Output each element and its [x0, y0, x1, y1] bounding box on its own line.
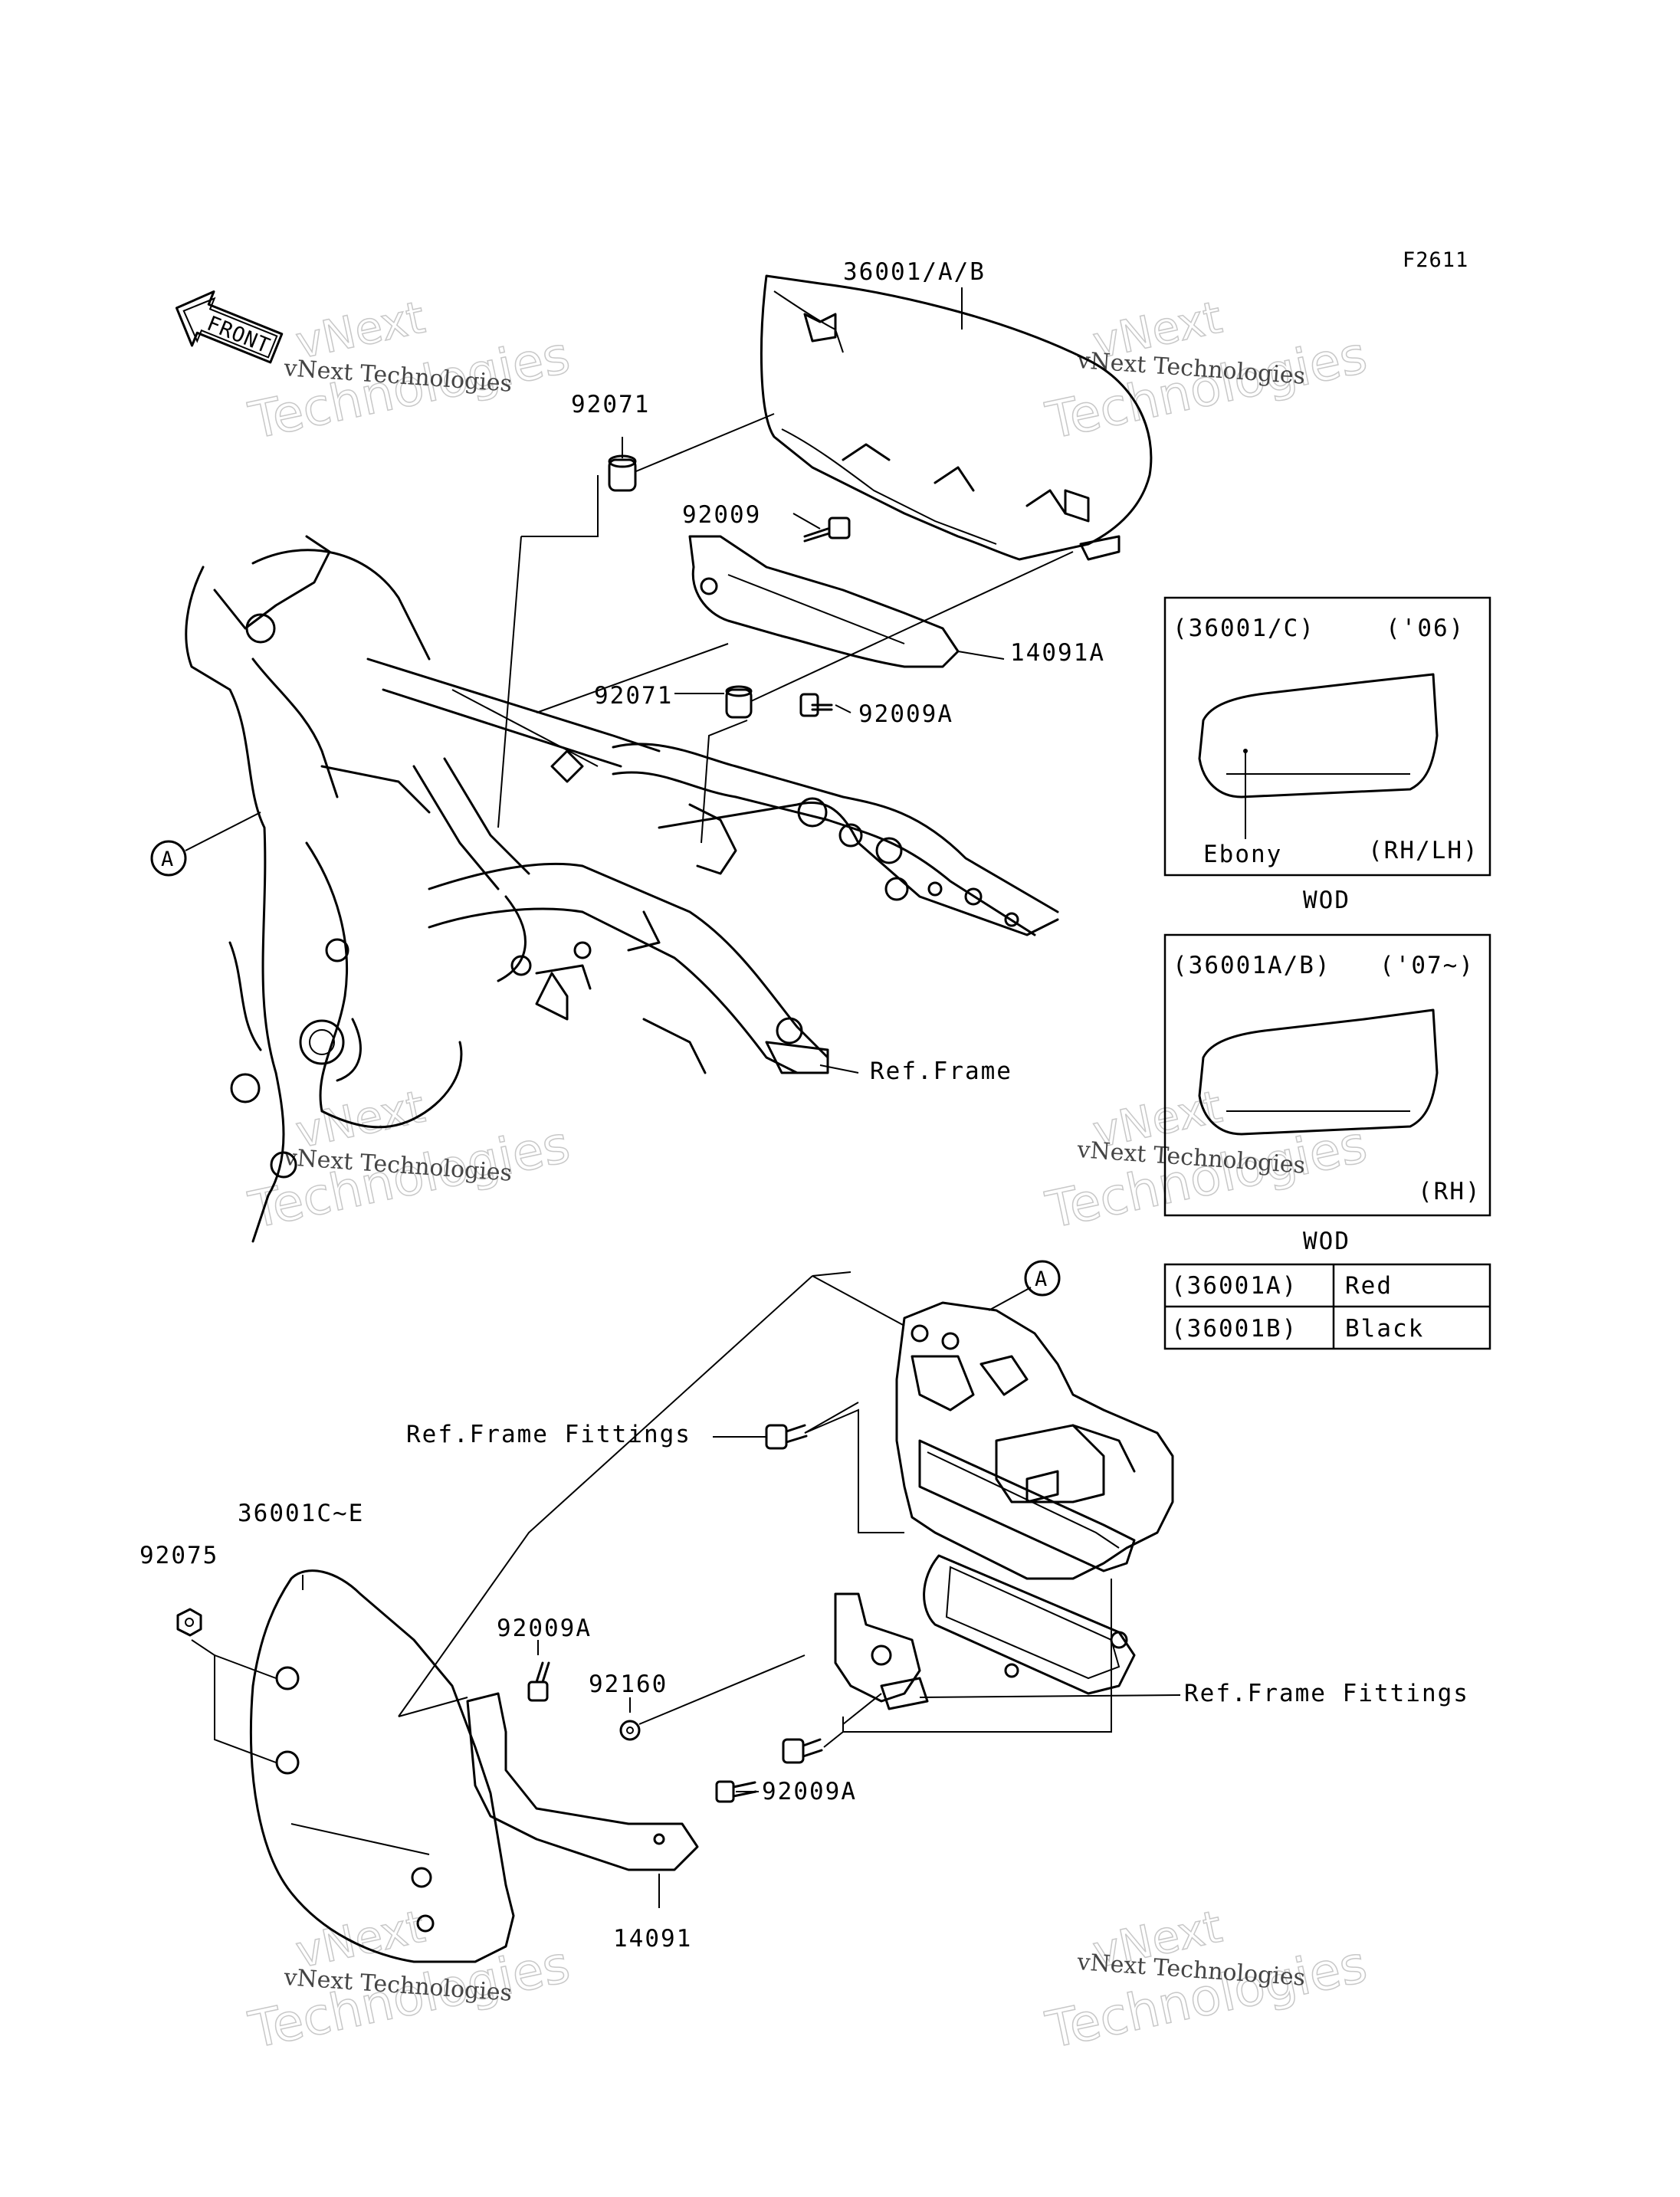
svg-text:A: A	[161, 848, 174, 871]
diagram-code: F2611	[1403, 248, 1468, 272]
side-cover-36001c-e	[249, 1569, 515, 1963]
color-table-row-1-color: Red	[1345, 1272, 1393, 1300]
side-cover-36001ab	[760, 274, 1153, 561]
watermark-bottom-left: vNext Technologies	[243, 1900, 575, 2061]
inset-2-year: ('07~)	[1380, 952, 1475, 979]
bolt-ref-frame-fittings-2	[782, 1738, 823, 1764]
callout-ref-frame-fittings-1: Ref.Frame Fittings	[406, 1421, 691, 1448]
bolt-92009a-top	[799, 693, 833, 717]
reference-marker-a-left: A	[150, 840, 187, 877]
inset-2-code: (36001A/B)	[1173, 952, 1331, 979]
callout-ref-frame-fittings-2: Ref.Frame Fittings	[1184, 1680, 1469, 1707]
washer-92160	[619, 1720, 641, 1741]
inset-36001c: (36001/C) ('06) Ebony (RH/LH)	[1163, 596, 1491, 877]
bracket-14091	[466, 1692, 699, 1871]
svg-text:A: A	[1035, 1267, 1048, 1291]
callout-14091: 14091	[613, 1925, 692, 1953]
grommet-92071-mid	[725, 685, 753, 719]
watermark-top-left: vNext Technologies	[243, 290, 575, 451]
callout-92071-top: 92071	[571, 391, 650, 418]
callout-92009a-top: 92009A	[858, 700, 953, 728]
grommet-92071-top	[608, 454, 637, 492]
front-arrow: FRONT	[175, 290, 284, 364]
leaders-lower	[191, 1271, 1181, 1908]
callout-92071-mid: 92071	[594, 682, 673, 710]
bolt-92009	[803, 516, 851, 543]
callout-36001ab: 36001/A/B	[843, 258, 986, 286]
callout-92075: 92075	[139, 1542, 218, 1569]
nut-92075	[176, 1608, 202, 1637]
motorcycle-frame	[185, 535, 1059, 1243]
front-arrow-label: FRONT	[203, 312, 274, 359]
color-table-row-2-code: (36001B)	[1171, 1315, 1298, 1343]
inset-36001ab: (36001A/B) ('07~) (RH)	[1163, 933, 1491, 1217]
color-table-row-1-code: (36001A)	[1171, 1272, 1298, 1300]
inset-1-caption: WOD	[1303, 887, 1350, 914]
callout-92009a-bottom: 92009A	[762, 1778, 857, 1805]
callout-92009: 92009	[682, 501, 761, 529]
inset-1-year: ('06)	[1386, 615, 1465, 642]
bracket-14091a	[688, 535, 960, 668]
callout-92160: 92160	[589, 1671, 668, 1698]
color-table-row-2-color: Black	[1345, 1315, 1424, 1343]
inset-1-side: (RH/LH)	[1368, 837, 1479, 864]
inset-2-side: (RH)	[1418, 1178, 1481, 1205]
callout-ref-frame: Ref.Frame	[870, 1058, 1012, 1085]
inset-2-caption: WOD	[1303, 1228, 1350, 1255]
inner-cover-assembly	[834, 1301, 1174, 1710]
callout-36001c-e: 36001C~E	[238, 1500, 364, 1527]
inset-1-color-label: Ebony	[1203, 841, 1282, 868]
callout-14091a: 14091A	[1010, 639, 1105, 667]
bolt-ref-frame-fittings-1	[765, 1424, 808, 1450]
bolt-92009a-mid	[527, 1661, 550, 1702]
reference-marker-a-right: A	[1024, 1260, 1061, 1297]
inset-1-code: (36001/C)	[1173, 615, 1315, 642]
color-table: (36001A) Red (36001B) Black	[1163, 1263, 1491, 1350]
leaders-top	[185, 287, 1074, 1074]
callout-92009a-mid: 92009A	[497, 1615, 592, 1642]
